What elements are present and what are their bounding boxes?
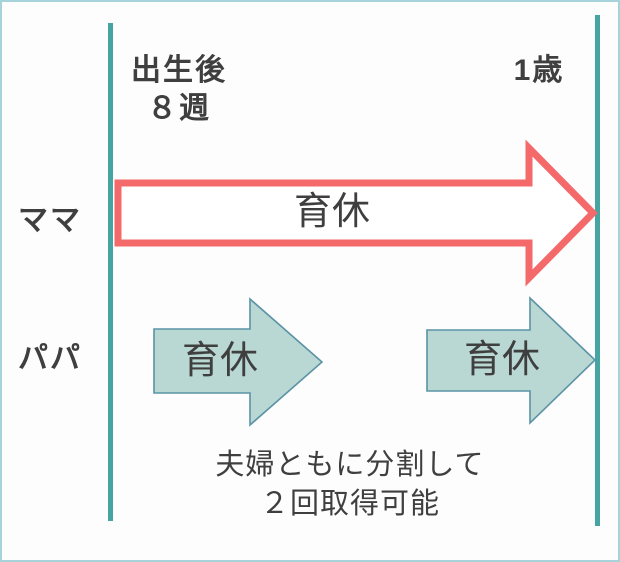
papa-leave-arrow-2 xyxy=(426,296,597,425)
caption-note: 夫婦ともに分割して ２回取得可能 xyxy=(215,449,485,520)
papa-arrow1-label: 育休 xyxy=(181,340,258,382)
mama-row-label: ママ xyxy=(18,204,82,237)
timeline-end-line xyxy=(595,15,600,526)
birth-week-label: 出生後 ８週 xyxy=(131,54,227,125)
age-one-label: 1歳 xyxy=(513,54,565,87)
mama-leave-arrow xyxy=(114,139,598,287)
mama-arrow-label: 育休 xyxy=(293,191,370,233)
timeline-start-line xyxy=(108,23,113,521)
papa-leave-arrow-1 xyxy=(153,297,324,427)
papa-row-label: パパ xyxy=(18,342,82,375)
papa-arrow2-label: 育休 xyxy=(463,339,540,381)
